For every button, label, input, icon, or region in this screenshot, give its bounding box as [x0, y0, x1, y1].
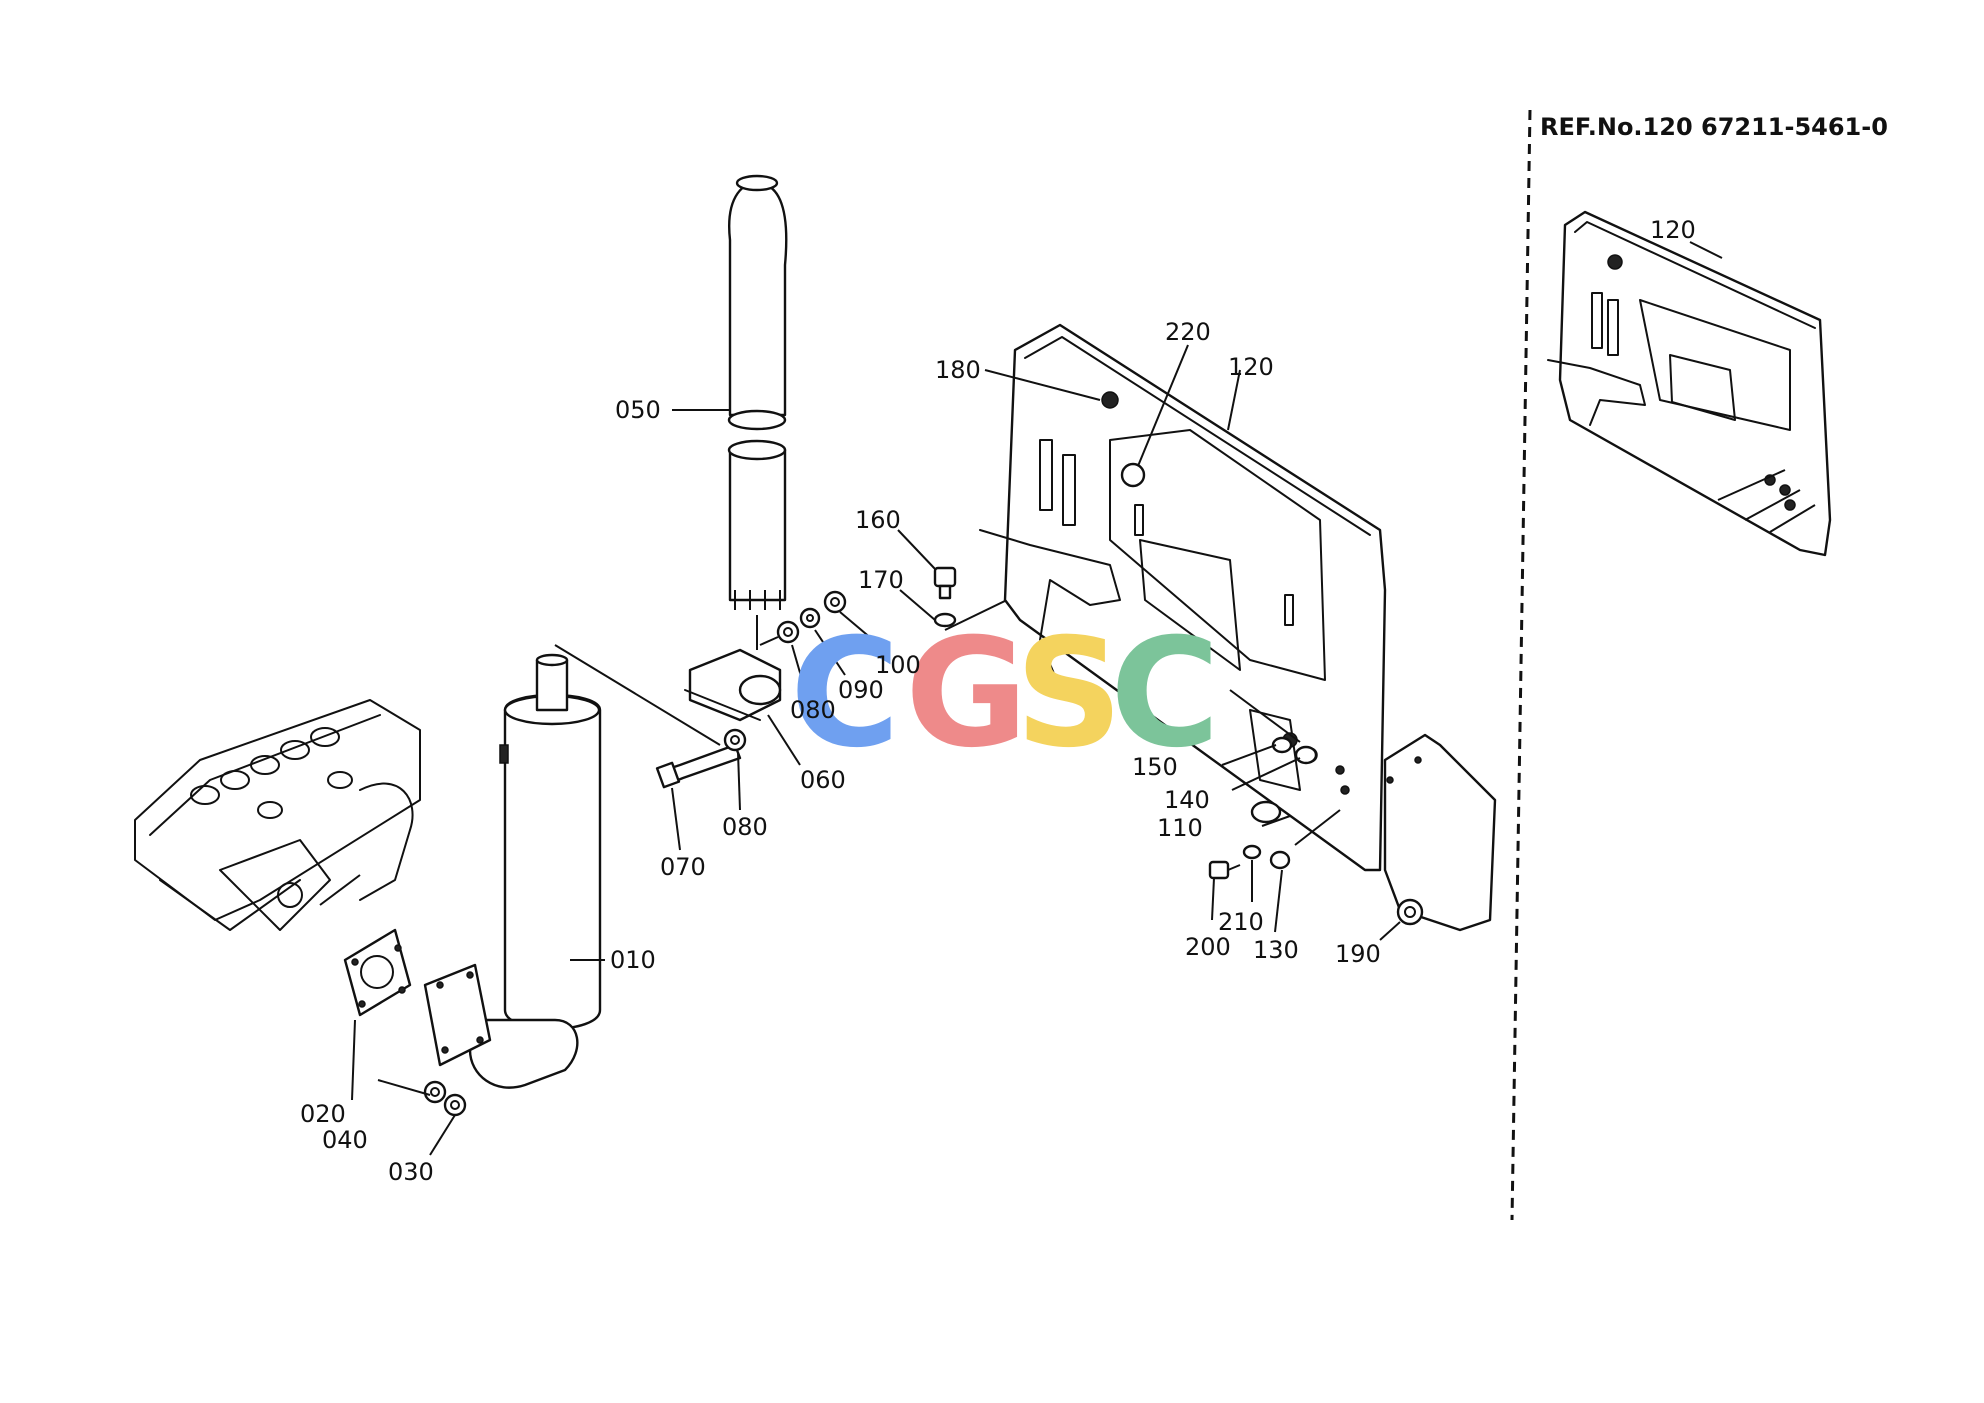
clamp-bolt	[655, 728, 747, 789]
callout-080-upper: 080	[790, 696, 836, 724]
callout-150: 150	[1132, 753, 1178, 781]
side-bracket	[1383, 733, 1497, 932]
callout-070: 070	[660, 853, 706, 881]
watermark-letter-g: G	[905, 607, 1028, 781]
callout-010: 010	[610, 946, 656, 974]
callout-160: 160	[855, 506, 901, 534]
exhaust-gasket	[343, 928, 412, 1017]
pipe-clamp	[684, 648, 782, 722]
callout-110: 110	[1157, 814, 1203, 842]
callout-labels: 010 020 030 040 050 060 070 080 080 090 …	[300, 318, 1381, 1186]
callout-030: 030	[388, 1158, 434, 1186]
callout-220: 220	[1165, 318, 1211, 346]
callout-140: 140	[1164, 786, 1210, 814]
detail-separator	[1510, 109, 1532, 1221]
callout-040: 040	[322, 1126, 368, 1154]
callout-050: 050	[615, 396, 661, 424]
engine-block	[134, 699, 421, 931]
watermark-letter-s: S	[1015, 607, 1123, 781]
ref-note: REF.No.120 67211-5461-0	[1540, 113, 1888, 141]
callout-060: 060	[800, 766, 846, 794]
muffler	[423, 644, 721, 1089]
detail-callout-120: 120	[1650, 216, 1696, 244]
watermark-logo: C G S C	[790, 607, 1220, 781]
callout-210: 210	[1218, 908, 1264, 936]
watermark-letter-c1: C	[790, 607, 900, 781]
callout-120: 120	[1228, 353, 1274, 381]
callout-170: 170	[858, 566, 904, 594]
muffler-nuts	[423, 1080, 467, 1117]
upper-washers	[759, 590, 847, 646]
callout-130: 130	[1253, 936, 1299, 964]
callout-080-lower: 080	[722, 813, 768, 841]
callout-200: 200	[1185, 933, 1231, 961]
callout-100: 100	[875, 651, 921, 679]
callout-190: 190	[1335, 940, 1381, 968]
watermark-letter-c2: C	[1110, 607, 1220, 781]
leader-lines	[351, 241, 1723, 1156]
panel-hardware	[1208, 689, 1341, 880]
callout-180: 180	[935, 356, 981, 384]
callout-090: 090	[838, 676, 884, 704]
tail-pipe	[727, 174, 788, 650]
callout-020: 020	[300, 1100, 346, 1128]
detail-cover-panel	[1547, 210, 1832, 557]
